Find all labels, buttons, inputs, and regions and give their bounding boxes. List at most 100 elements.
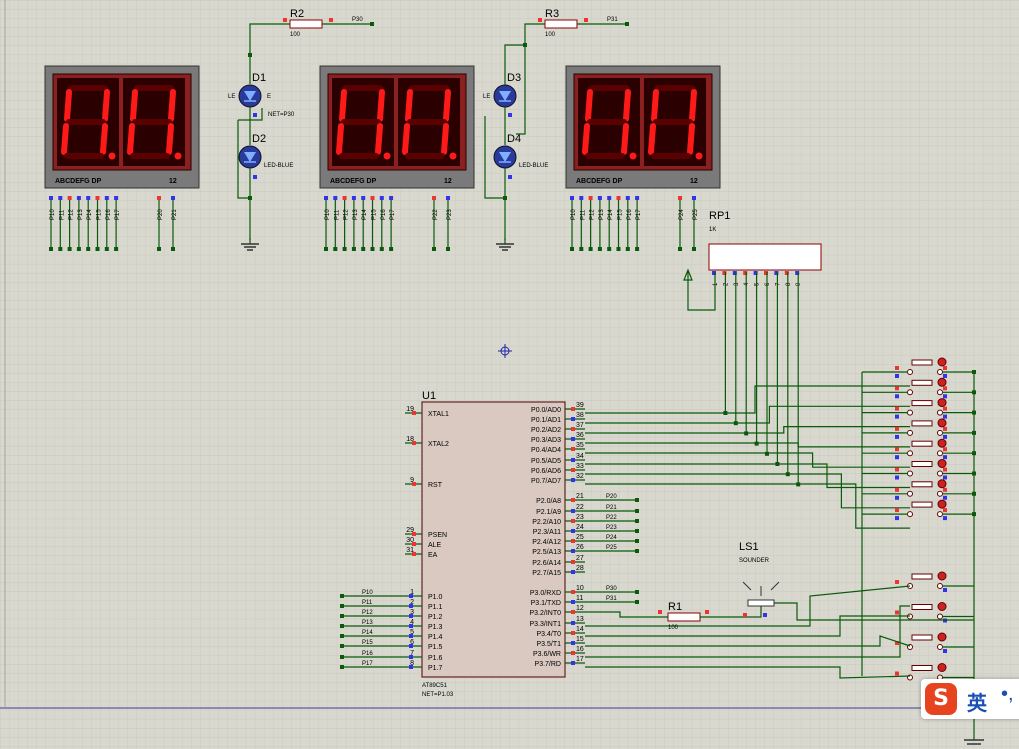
pin-marker (340, 614, 344, 618)
pin-marker (895, 406, 899, 411)
ime-punct-label[interactable]: •, (1001, 683, 1014, 705)
wire (774, 602, 974, 621)
pin-marker (409, 655, 413, 659)
wire-end (157, 247, 161, 251)
net-label: P10 (362, 590, 373, 596)
pin-marker (571, 478, 575, 482)
pin-marker (446, 196, 450, 200)
ime-toolbar[interactable]: S 英 •, (921, 679, 1019, 719)
pin-marker (763, 613, 767, 617)
mcu-pin-name: P2.2/A10 (532, 519, 561, 526)
button-contact (907, 409, 913, 416)
button-led (937, 499, 947, 509)
pin-marker (340, 594, 344, 598)
pin-net-label: P12 (590, 209, 596, 220)
wire (585, 605, 910, 658)
pin-marker (625, 22, 629, 26)
pin-marker (379, 196, 384, 200)
sound-wave (742, 581, 752, 591)
ime-logo-icon[interactable]: S (925, 683, 957, 715)
wire-end (361, 247, 366, 251)
wire-end (635, 247, 640, 251)
pin-marker (351, 196, 356, 200)
button-cap (911, 573, 933, 580)
pin-marker (705, 610, 709, 614)
pin-marker (76, 196, 81, 200)
pin-marker (635, 196, 640, 200)
push-button (895, 663, 974, 684)
pin-marker (943, 434, 947, 439)
wire-end (432, 247, 436, 251)
rp1-pin-number: 2 (723, 282, 729, 286)
segment (61, 123, 69, 155)
resistor-ref: R2 (290, 8, 304, 20)
button-contact (937, 490, 943, 497)
button-contact (907, 490, 913, 497)
pin-net-label: P14 (362, 209, 368, 220)
mcu-pin-number: 22 (576, 504, 584, 511)
pin-net-label: P14 (87, 209, 93, 220)
pin-marker (895, 374, 899, 378)
mcu-pin-number: 14 (576, 626, 584, 633)
pin-marker (571, 610, 575, 614)
segment (336, 123, 344, 155)
mcu-pin-number: 39 (576, 402, 584, 409)
button-feed-wire (766, 452, 910, 468)
segment (441, 123, 449, 155)
mcu-pin-number: 8 (410, 660, 414, 667)
button-cap (911, 604, 933, 610)
mcu-pin-number: 12 (576, 605, 584, 612)
pin-marker (409, 665, 413, 669)
pin-marker (571, 539, 575, 543)
mcu-pin-name: P0.0/AD0 (531, 407, 561, 414)
mcu-pin-name: P1.1 (428, 604, 443, 611)
mcu-pin-number: 38 (576, 412, 584, 419)
rp1-pin-number: 8 (786, 282, 792, 286)
pin-marker (895, 495, 899, 500)
wire-end (570, 247, 574, 251)
pin-marker (571, 631, 575, 635)
mcu-pin-number: 15 (576, 636, 584, 643)
wire (687, 272, 716, 311)
mcu-pin-name: P1.6 (428, 655, 443, 662)
mcu-pin-number: 32 (576, 473, 584, 480)
mcu-pin-name: P1.4 (428, 634, 443, 641)
wire-end (607, 247, 612, 251)
pin-marker (409, 604, 413, 608)
button-led (937, 418, 947, 428)
segment (102, 89, 110, 122)
digit-labels: 12 (690, 178, 698, 185)
pin-marker (340, 665, 344, 669)
pin-marker (571, 447, 575, 451)
pin-marker (412, 482, 416, 486)
pin-marker (324, 196, 328, 200)
wire-end (171, 247, 175, 251)
r1-body (667, 612, 701, 622)
net-label: P20 (606, 494, 617, 500)
led-type-fragment: LE (228, 94, 235, 100)
pin-marker (588, 196, 593, 200)
pin-marker (508, 113, 512, 117)
pin-marker (943, 516, 947, 521)
mcu-pin-number: 6 (410, 639, 414, 646)
button-contact (937, 583, 943, 589)
wire (504, 44, 525, 85)
mcu-pin-number: 26 (576, 544, 584, 551)
pin-marker (571, 549, 575, 553)
pin-marker (253, 113, 257, 117)
net-label: P30 (352, 17, 363, 23)
ime-mode-label[interactable]: 英 (967, 691, 987, 715)
mcu-pin-number: 10 (576, 585, 584, 592)
pin-net-label: P25 (693, 209, 699, 220)
pin-net-label: P11 (59, 209, 65, 220)
mcu-u1[interactable]: U1AT89C51NET=P1.0319XTAL118XTAL29RST29PS… (340, 390, 639, 698)
mcu-pin-number: 36 (576, 432, 584, 439)
wire (484, 116, 505, 199)
pin-marker (340, 634, 344, 638)
segment (582, 123, 590, 155)
sound-wave (770, 581, 780, 591)
